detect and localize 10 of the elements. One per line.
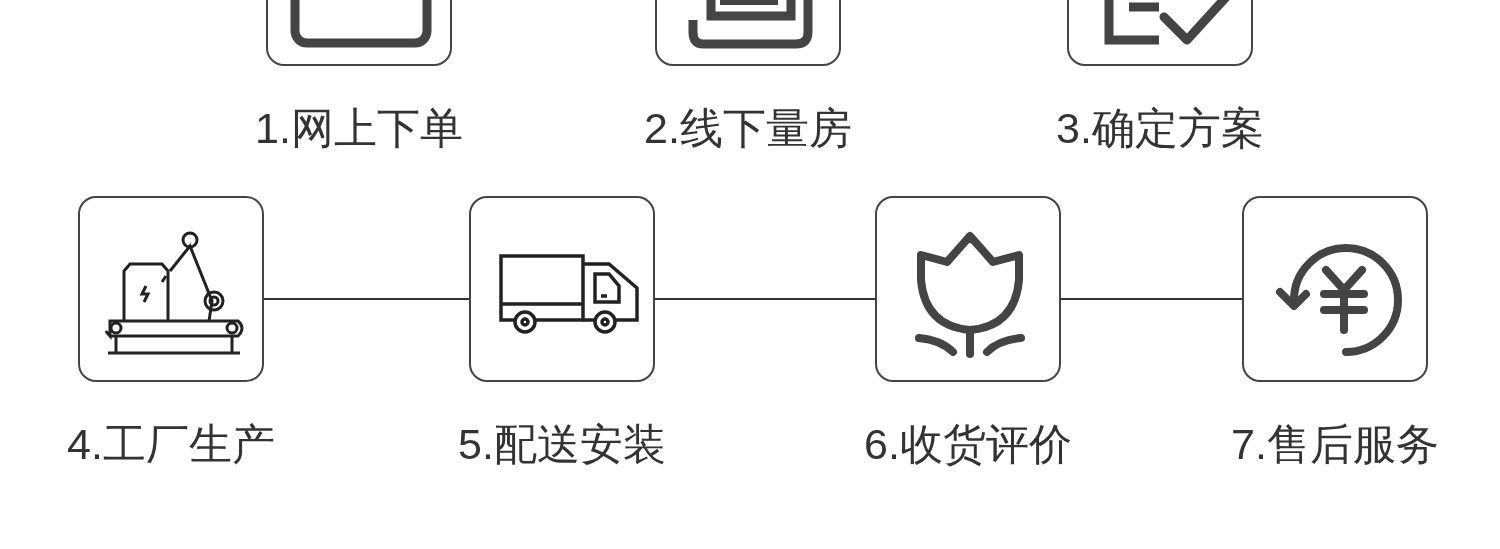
step-label: 5.配送安装 <box>458 419 666 470</box>
connector-line <box>1060 298 1243 300</box>
connector-line <box>263 298 470 300</box>
step-label: 6.收货评价 <box>864 419 1072 470</box>
step-label: 7.售后服务 <box>1231 419 1439 470</box>
step-label: 1.网上下单 <box>255 103 463 154</box>
connector-line <box>654 298 876 300</box>
step-label: 4.工厂生产 <box>67 419 275 470</box>
step-label: 2.线下量房 <box>644 103 852 154</box>
step-label: 3.确定方案 <box>1056 103 1264 154</box>
